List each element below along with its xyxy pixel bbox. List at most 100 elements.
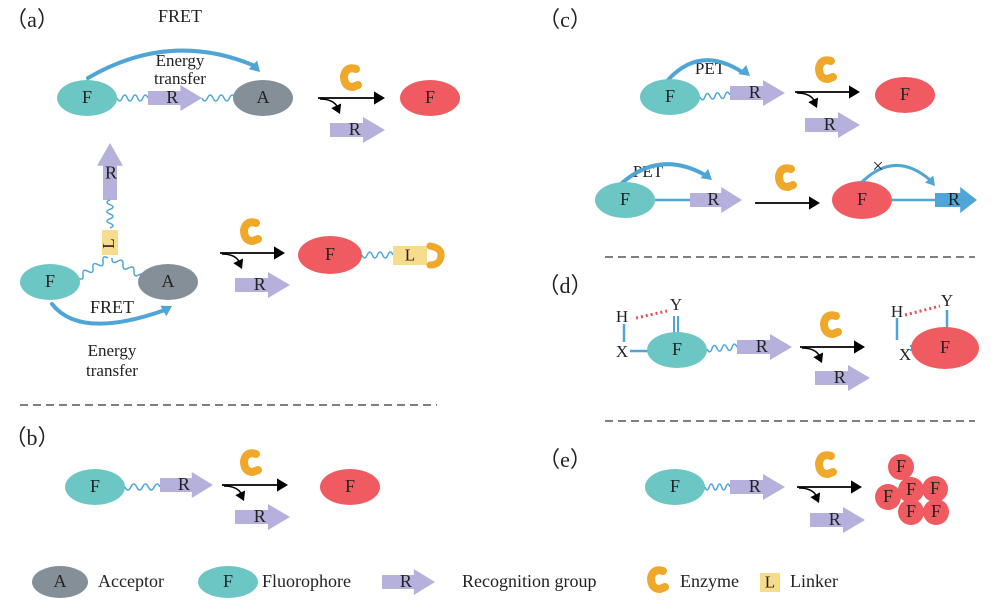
acceptor-gray-shape: [233, 80, 293, 116]
fluorophore-red-label: F: [940, 337, 950, 357]
release-arrowhead-icon: [331, 103, 342, 114]
linker-wave: [699, 91, 731, 101]
acceptor-gray: A: [138, 264, 198, 300]
aggregated-fluorophore: F: [888, 454, 914, 480]
energy-label: Energy: [156, 51, 205, 70]
recognition-group-arrow-vertical: R: [97, 143, 123, 200]
fluorophore-red: F: [298, 236, 362, 274]
legend-acceptor-swatch: A: [32, 566, 88, 598]
recognition-group-arrow: R: [815, 365, 870, 391]
acceptor-gray-label: A: [162, 271, 175, 291]
fluorophore-teal: F: [595, 182, 655, 218]
pet-label: PET: [695, 59, 726, 78]
arrow-shape: [160, 472, 213, 498]
fluorophore-teal: F: [645, 469, 705, 505]
fluorophore-red-shape: [832, 181, 892, 219]
energy-transfer-arc: [50, 302, 167, 326]
recognition-group-arrow: R: [690, 187, 742, 213]
fluorophore-red: F: [911, 327, 979, 369]
recognition-group-arrow-blue: R: [935, 187, 977, 213]
recognition-label: R: [707, 189, 719, 209]
arrow-shape: [815, 365, 870, 391]
recognition-label: R: [166, 87, 178, 107]
legend-enzyme-label: Enzyme: [680, 571, 739, 591]
blocked-pet-arrowhead-icon: [925, 175, 935, 186]
reaction-arrowhead-icon: [277, 478, 288, 492]
arrow-shape: [235, 272, 290, 298]
linker-shape: [760, 573, 780, 592]
recognition-group-arrow: R: [148, 85, 202, 111]
enzyme-icon: [814, 451, 837, 479]
enzyme-icon: [814, 56, 837, 84]
legend-fluorophore-swatch-shape: [198, 566, 258, 598]
y-label: Y: [941, 291, 953, 310]
legend-acceptor-swatch-label: A: [54, 571, 67, 591]
aggregated-fluorophore-label: F: [896, 456, 906, 476]
energy-transfer-arc: [86, 48, 257, 80]
recognition-label: R: [834, 367, 846, 387]
fluorophore-red-shape: [400, 80, 460, 116]
h-label: H: [616, 307, 628, 326]
recognition-label: R: [254, 506, 266, 526]
recognition-group-arrow: R: [330, 117, 385, 143]
fluorophore-teal-shape: [57, 80, 117, 116]
pet-arc-arrowhead-icon: [738, 64, 750, 76]
legend-recognition-label: Recognition group: [462, 571, 596, 591]
fluorophore-teal-label: F: [672, 339, 682, 359]
legend-acceptor-swatch-shape: [32, 566, 88, 598]
fluorophore-red: F: [875, 77, 935, 113]
linker-box: L: [393, 245, 427, 265]
fluorophore-teal-label: F: [82, 87, 92, 107]
aggregated-fluorophore-shape: [898, 499, 924, 525]
aggregated-fluorophore-shape: [898, 477, 924, 503]
fluorophore-teal-shape: [647, 332, 707, 368]
acceptor-gray: A: [233, 80, 293, 116]
x-label: X: [899, 345, 911, 364]
linker-wave: [704, 483, 731, 491]
panel-label-d: （d）: [537, 273, 592, 298]
linker-box: L: [99, 230, 118, 255]
enzyme-icon: [774, 164, 797, 192]
aggregated-fluorophore-label: F: [931, 501, 941, 521]
pet-arc: [620, 162, 707, 185]
enzyme-icon: [646, 566, 669, 594]
linker-label: L: [765, 572, 775, 591]
fluorophore-red-label: F: [425, 87, 435, 107]
linker-wave: [106, 199, 114, 229]
reaction-arrowhead-icon: [809, 196, 820, 210]
reaction-arrowhead-icon: [374, 91, 385, 105]
legend-acceptor-label: Acceptor: [98, 571, 164, 591]
linker-box: L: [760, 572, 780, 592]
linker-wave: [77, 256, 109, 280]
energy-transfer-arc-arrowhead-icon: [160, 305, 172, 317]
transfer-label: transfer: [154, 69, 206, 88]
linker-wave: [361, 251, 394, 259]
fluorophore-red-shape: [298, 236, 362, 274]
arrow-shape: [730, 80, 785, 106]
aggregated-fluorophore-label: F: [906, 501, 916, 521]
recognition-label: R: [749, 82, 761, 102]
release-arrowhead-icon: [233, 258, 244, 269]
enzyme-icon: [339, 64, 362, 92]
legend-fluorophore-swatch-label: F: [223, 571, 233, 591]
aggregated-fluorophore-shape: [923, 499, 949, 525]
recognition-label: R: [178, 474, 190, 494]
pet-blocked-mark: ×: [872, 156, 883, 178]
fluorophore-teal-label: F: [670, 476, 680, 496]
legend-fluorophore-swatch: F: [198, 566, 258, 598]
aggregated-fluorophore: F: [875, 484, 901, 510]
recognition-label: R: [105, 162, 117, 182]
reaction-arrowhead-icon: [849, 85, 860, 99]
aggregated-fluorophore-shape: [875, 484, 901, 510]
pet-arc-arrowhead-icon: [700, 168, 712, 180]
fluorophore-teal: F: [57, 80, 117, 116]
recognition-group-arrow: R: [235, 504, 290, 530]
aggregated-fluorophore: F: [923, 499, 949, 525]
fluorophore-teal: F: [640, 79, 700, 115]
linker-wave: [124, 483, 161, 491]
pet-arc: [666, 58, 744, 82]
y-label: Y: [670, 295, 682, 314]
linker-label: L: [405, 245, 415, 264]
recognition-label: R: [829, 509, 841, 529]
